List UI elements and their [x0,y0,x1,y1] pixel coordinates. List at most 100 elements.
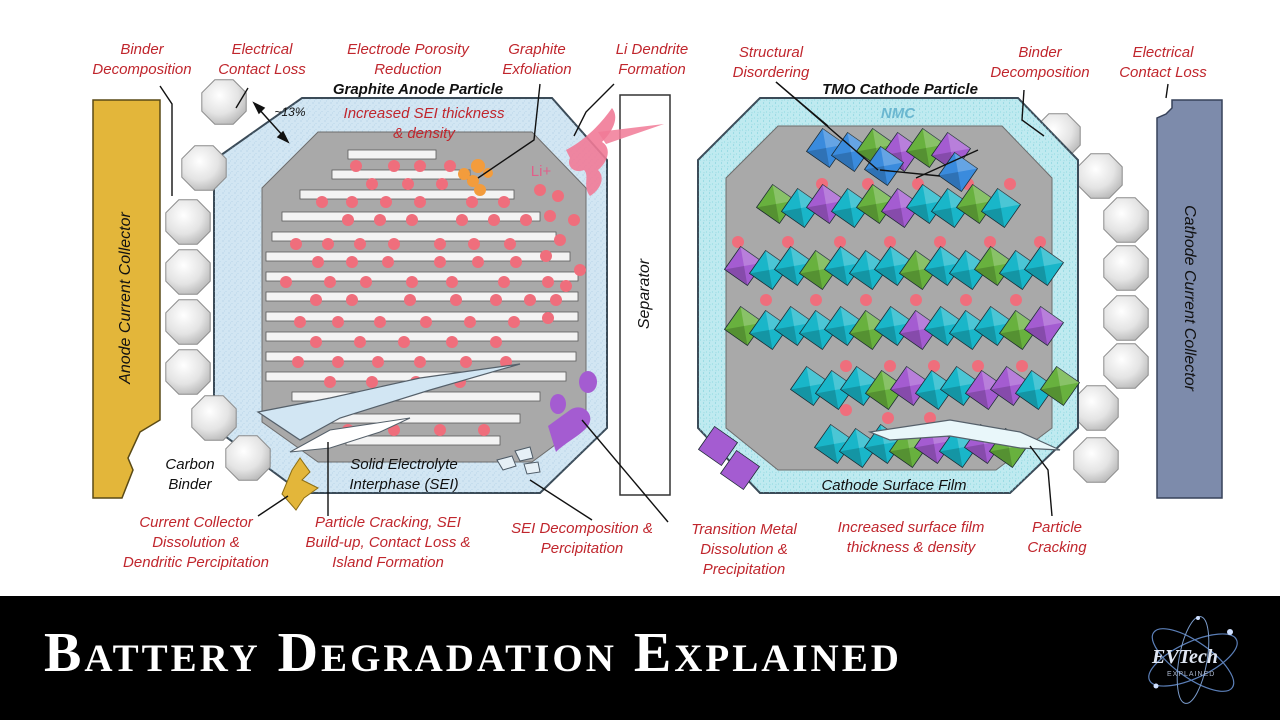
lithium-ion [380,196,392,208]
lithium-ion [560,280,572,292]
callout-graphite-exfoliation: Graphite Exfoliation [502,41,572,78]
callout-sei-thickness: Increased SEI thickness & density [343,105,505,142]
sei-label: Solid Electrolyte Interphase (SEI) [349,456,459,493]
lithium-ion [446,276,458,288]
lithium-ion [524,294,536,306]
binder-particle [1103,295,1149,341]
lithium-ion [372,356,384,368]
tmo-crystal [748,249,790,291]
binder-particle [1073,385,1119,431]
callout-film-thickness: Increased surface film thickness & densi… [837,519,985,556]
binder-particle [1103,197,1149,243]
logo-tagline: EXPLAINED [1167,671,1216,678]
lithium-ion [354,238,366,250]
lithium-ion [550,294,562,306]
degradation-diagram [92,79,1223,523]
li-ion-label: Li+ [530,163,552,180]
diagram-canvas: Binder Decomposition Electrical Contact … [92,41,1223,578]
cathode-lithium-ions [732,178,1046,424]
cathode-crack [867,419,1061,451]
lithium-ion [972,360,984,372]
lithium-ion [290,238,302,250]
lithium-ion [414,196,426,208]
lithium-ion [322,238,334,250]
lithium-ion [544,210,556,222]
anode-collector-label: Anode Current Collector [117,212,134,384]
separator-label: Separator [636,258,653,330]
lithium-ion [420,316,432,328]
lithium-ion [406,214,418,226]
cathode-collector-label: Cathode Current Collector [1181,205,1198,391]
lithium-ion [360,276,372,288]
lithium-ion [464,316,476,328]
lithium-ion [1004,178,1016,190]
lithium-ion [414,356,426,368]
lithium-ion [490,294,502,306]
li-dendrite-shape [566,108,616,196]
lithium-ion [414,160,426,172]
tmo-crystal [1039,365,1081,407]
disordered-crystal [937,151,979,193]
lithium-ion [404,294,416,306]
lithium-ion [472,256,484,268]
tmo-crystal [848,249,890,291]
lithium-ion [534,184,546,196]
lithium-ion [468,238,480,250]
cathode-particle-title: TMO Cathode Particle [822,81,978,98]
tmo-crystal [998,309,1040,351]
lithium-ion [324,276,336,288]
lithium-ion [466,196,478,208]
callout-porosity-reduction: Electrode Porosity Reduction [347,41,469,78]
cathode-film-label: Cathode Surface Film [821,477,967,494]
lithium-ion [382,256,394,268]
lithium-ion [346,196,358,208]
lithium-ion [312,256,324,268]
callout-binder-decomposition-left: Binder Decomposition [92,41,192,78]
graphite-layer [299,189,515,200]
lithium-ion [332,356,344,368]
lithium-ion [434,424,446,436]
collector-dendrite [281,457,319,511]
tmo-crystals [723,127,1081,469]
binder-particle [225,435,271,481]
lithium-ion [402,178,414,190]
lithium-ion [884,236,896,248]
graphite-layer [329,413,521,424]
binder-particle [165,199,211,245]
callout-tm-dissolution: Transition Metal Dissolution & Precipita… [691,521,797,578]
exfoliation-particles [458,159,493,196]
lithium-ion [456,214,468,226]
callout-collector-dissolution: Current Collector Dissolution & Dendriti… [123,514,269,571]
lithium-ion [760,294,772,306]
lithium-ion [310,336,322,348]
callout-sei-decomposition: SEI Decomposition & Percipitation [511,520,653,557]
binder-particle [181,145,227,191]
lithium-ion [460,356,472,368]
lithium-ion [388,160,400,172]
lithium-ion [840,360,852,372]
callout-particle-cracking: Particle Cracking [1027,519,1087,556]
lithium-ion [882,412,894,424]
lithium-ion [446,336,458,348]
cathode-current-collector [1156,99,1223,499]
binder-particle [165,249,211,295]
lithium-ion [310,294,322,306]
tmo-crystal [1023,245,1065,287]
lithium-ion [782,236,794,248]
lithium-ion [568,214,580,226]
binder-particle [165,349,211,395]
graphite-layer [265,331,579,342]
graphite-layer [347,149,437,160]
lithium-ion [928,360,940,372]
lithium-ion [342,214,354,226]
lithium-ion [1010,294,1022,306]
lithium-ion [840,404,852,416]
headline: Battery Degradation Explained [44,622,902,684]
sei-shards [496,446,541,475]
lithium-ion [510,256,522,268]
binder-particle [1103,343,1149,389]
tmo-crystal [780,187,822,229]
tmo-crystal [798,309,840,351]
lithium-ion [374,316,386,328]
callout-contact-loss-right: Electrical Contact Loss [1119,44,1207,81]
